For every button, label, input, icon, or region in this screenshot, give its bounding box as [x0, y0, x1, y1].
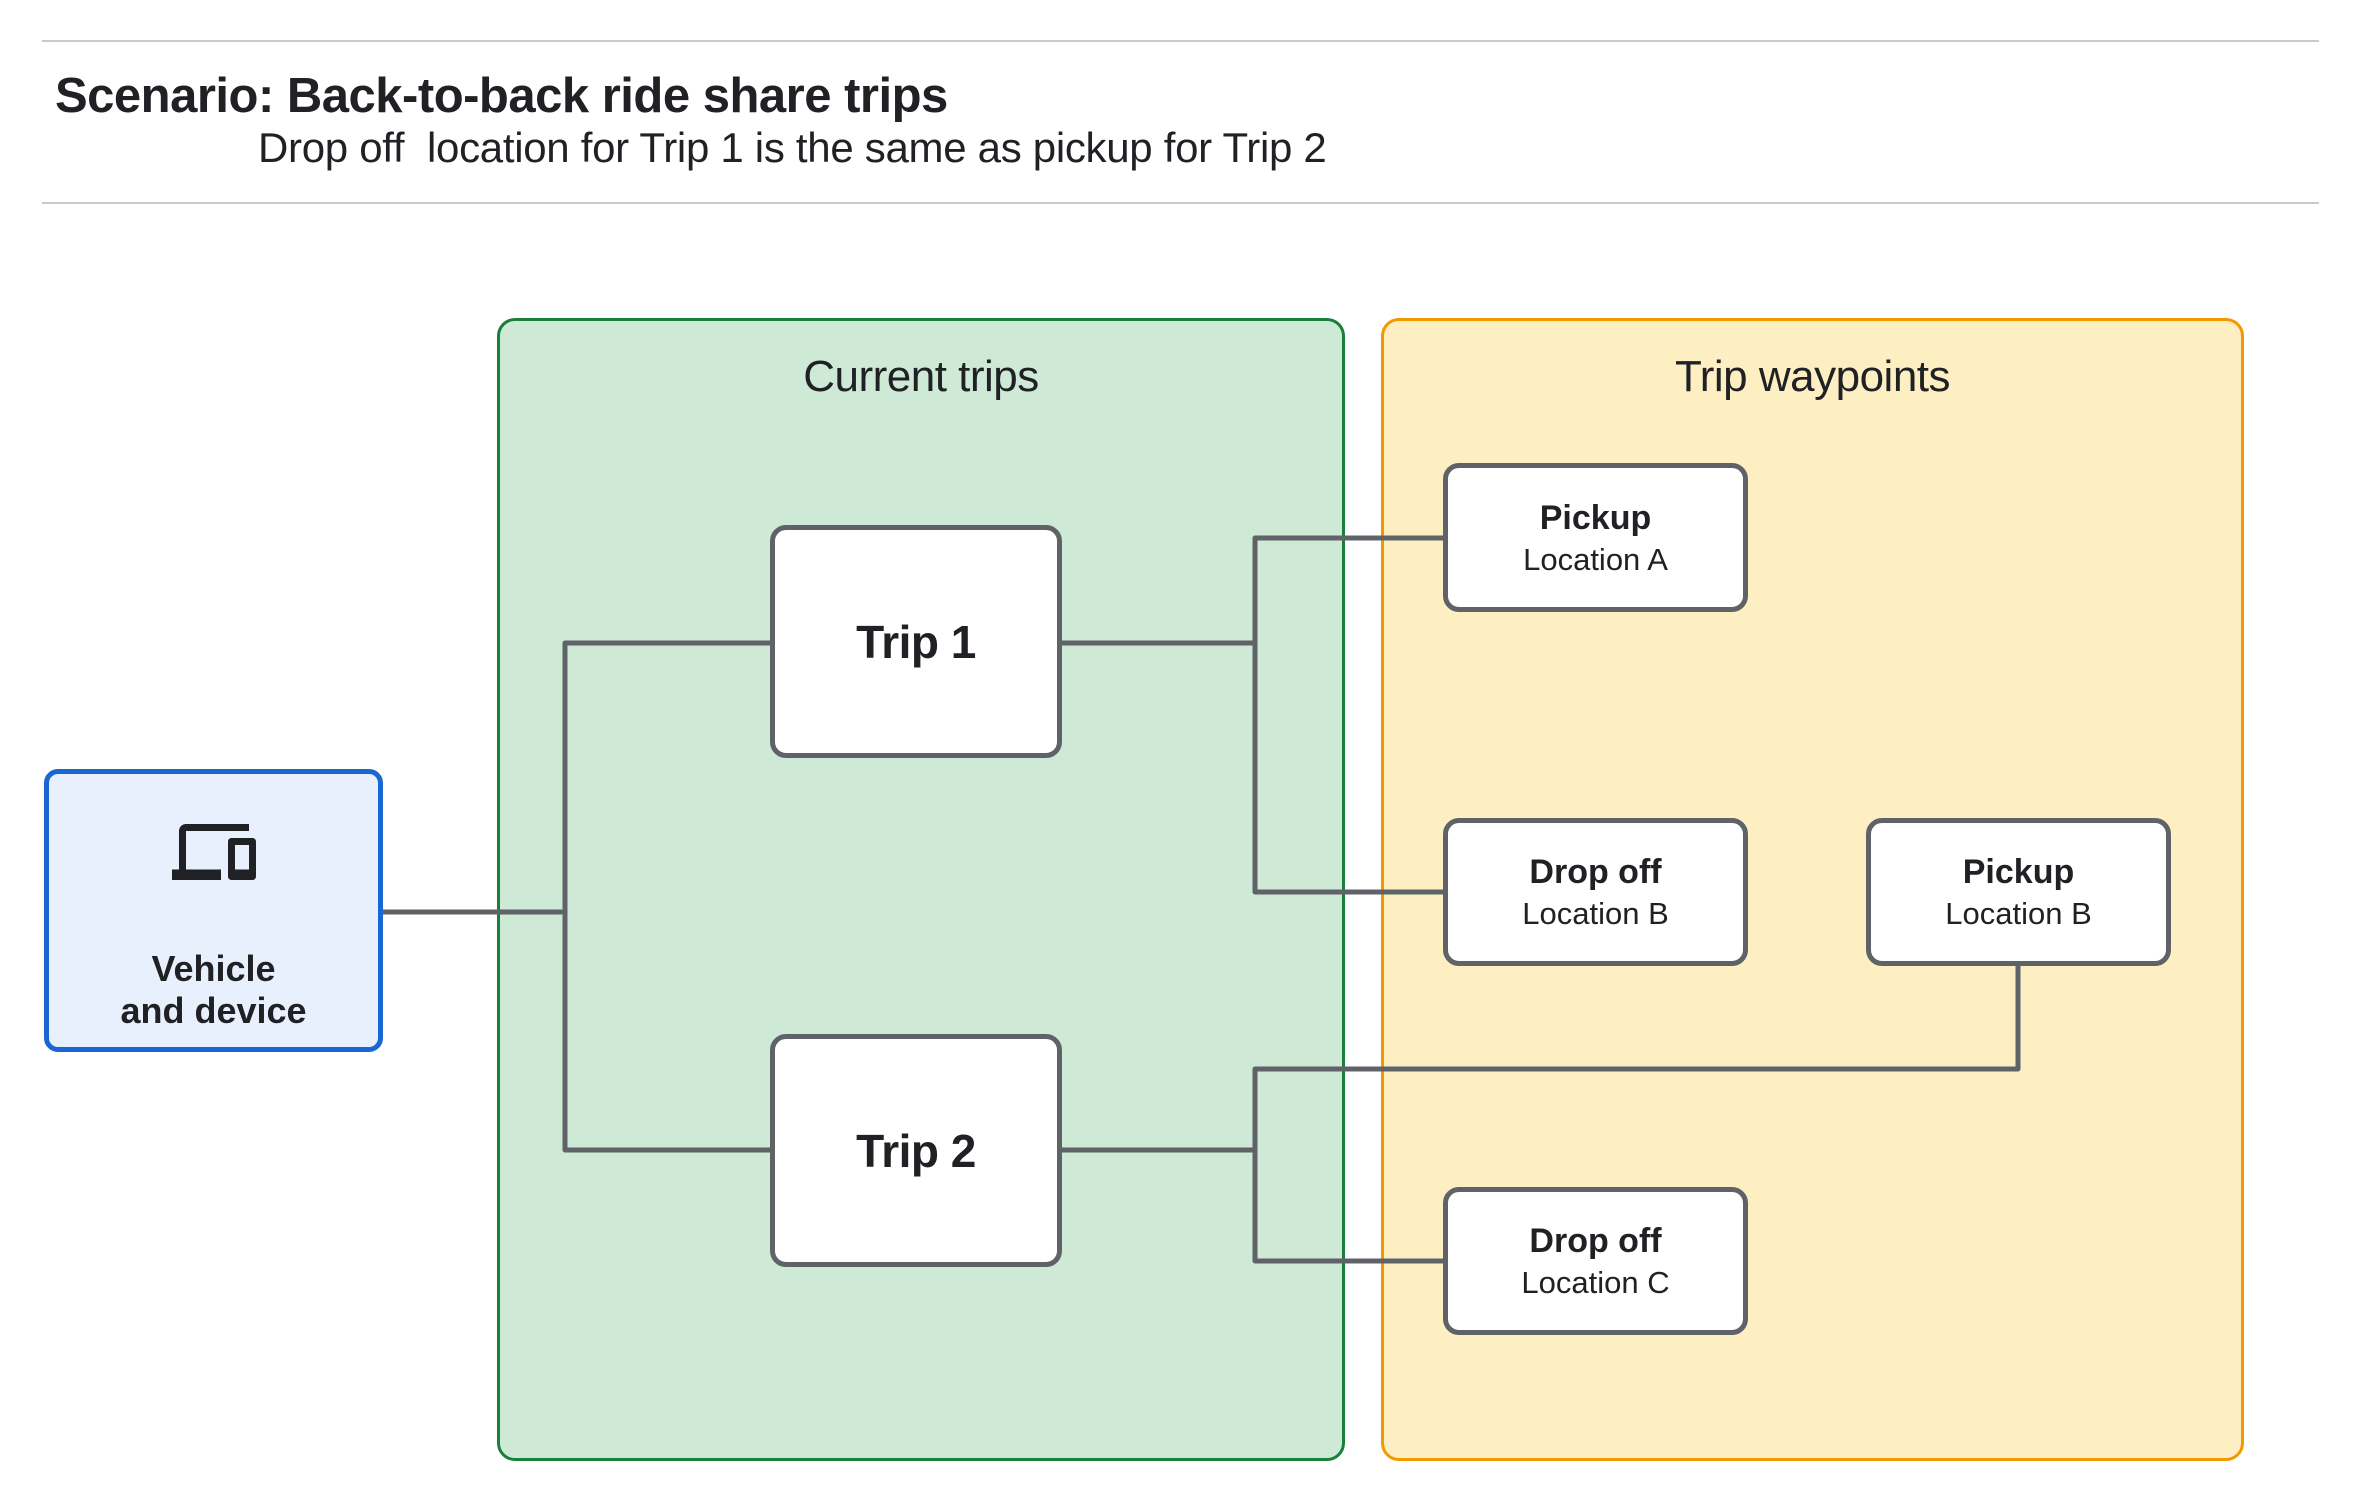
vehicle-node-label: Vehicle and device — [49, 948, 378, 1032]
trip-1-label: Trip 1 — [856, 615, 976, 668]
current-trips-panel-title: Current trips — [803, 352, 1039, 401]
vehicle-label-line2: and device — [120, 990, 307, 1031]
divider-bottom — [42, 202, 2319, 204]
vehicle-and-device-node: Vehicle and device — [44, 769, 383, 1052]
pickup-a-label: Pickup — [1539, 498, 1652, 537]
dropoff-location-b-node: Drop off Location B — [1443, 818, 1748, 966]
page-title: Scenario: Back-to-back ride share trips — [55, 69, 948, 123]
pickup-b-sublabel: Location B — [1945, 896, 2092, 931]
trip-1-node: Trip 1 — [770, 525, 1062, 758]
pickup-b-label: Pickup — [1962, 853, 2075, 891]
pickup-a-sublabel: Location A — [1523, 541, 1668, 577]
devices-icon — [171, 810, 256, 894]
trip-waypoints-panel-title: Trip waypoints — [1674, 352, 1951, 401]
divider-top — [42, 40, 2319, 42]
dropoff-b-label: Drop off — [1529, 853, 1662, 891]
dropoff-c-sublabel: Location C — [1521, 1265, 1670, 1300]
dropoff-location-c-node: Drop off Location C — [1443, 1187, 1748, 1335]
dropoff-b-sublabel: Location B — [1522, 896, 1669, 931]
trip-2-label: Trip 2 — [856, 1124, 976, 1177]
pickup-location-a-node: Pickup Location A — [1443, 463, 1748, 612]
dropoff-c-label: Drop off — [1529, 1222, 1662, 1260]
current-trips-panel: Current trips — [497, 318, 1345, 1461]
trip-2-node: Trip 2 — [770, 1034, 1062, 1267]
vehicle-label-line1: Vehicle — [151, 948, 276, 989]
pickup-location-b-node: Pickup Location B — [1866, 818, 2171, 966]
page-subtitle: Drop off location for Trip 1 is the same… — [258, 124, 1327, 171]
